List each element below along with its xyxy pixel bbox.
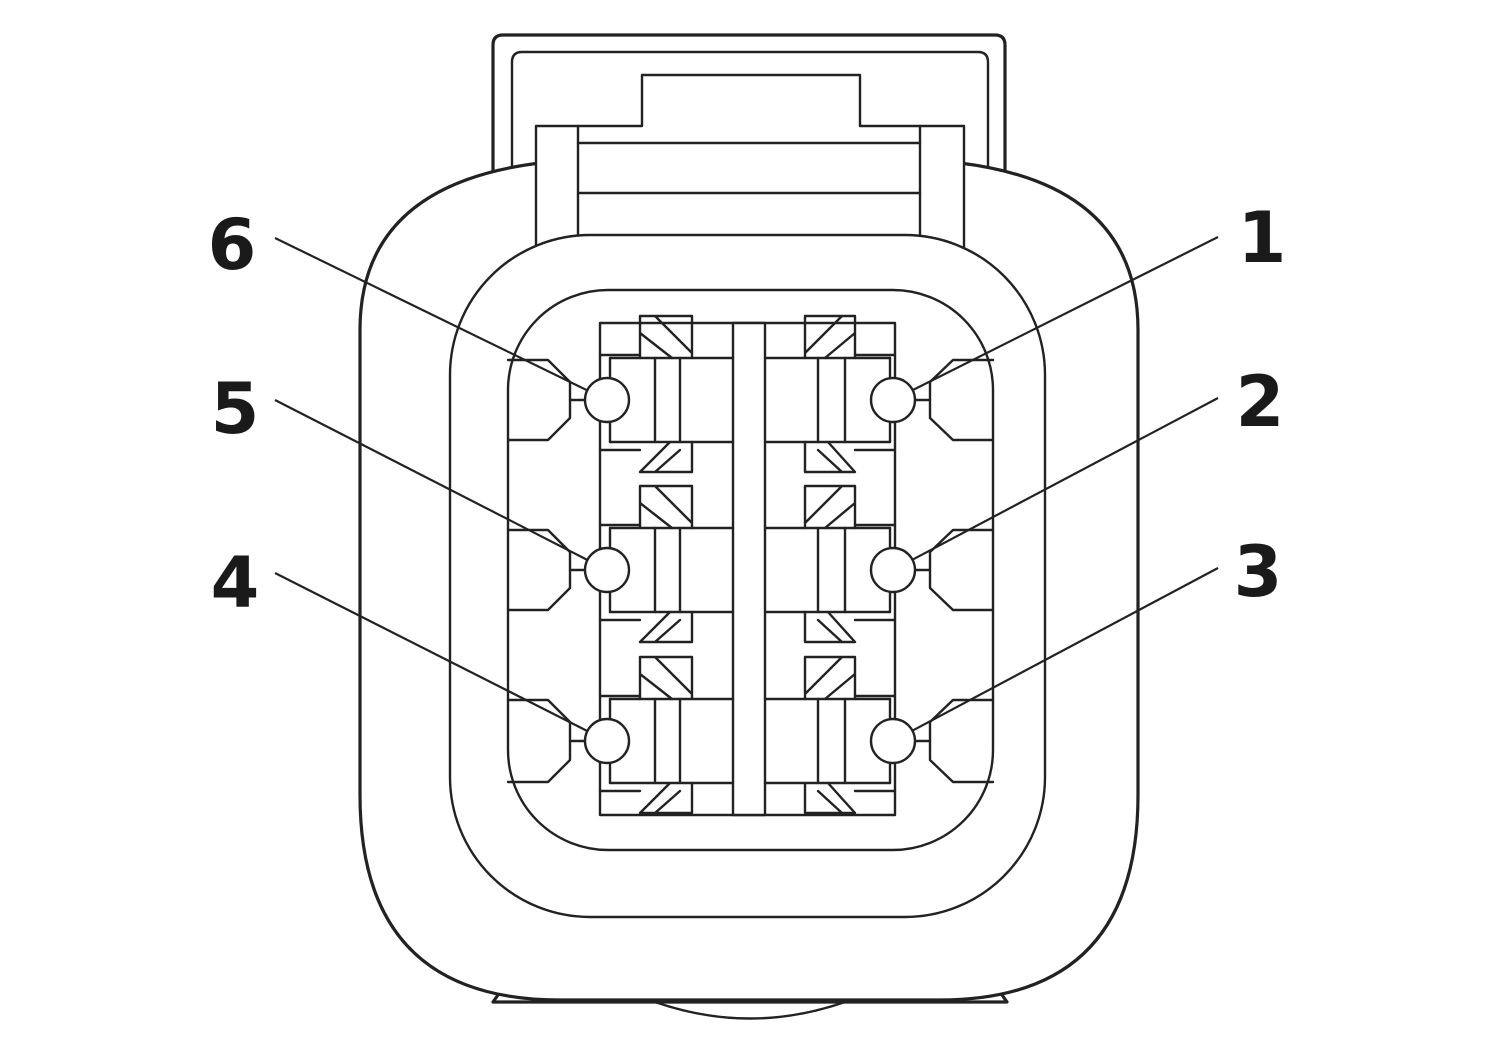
pin-2-leader-line bbox=[896, 397, 1219, 569]
pin-3-leader-line bbox=[896, 567, 1219, 740]
terminal-block bbox=[598, 321, 897, 817]
pin-1-contact bbox=[869, 376, 917, 424]
pin-3-contact bbox=[869, 717, 917, 765]
pin-6-contact bbox=[583, 376, 631, 424]
pin-4-leader-line bbox=[274, 572, 604, 740]
pin-5-label: 5 bbox=[211, 368, 260, 450]
pin-2-label: 2 bbox=[1236, 361, 1285, 443]
pin-3-label: 3 bbox=[1234, 531, 1283, 613]
pin-6-leader-line bbox=[274, 237, 604, 400]
pin-1-callout: 1 bbox=[869, 197, 1287, 424]
latch-arm bbox=[534, 73, 966, 252]
pin-4-callout: 4 bbox=[211, 542, 631, 765]
pin-callouts: 1 2 3 4 5 6 bbox=[208, 197, 1287, 765]
pin-2-contact bbox=[869, 546, 917, 594]
pin-4-contact bbox=[583, 717, 631, 765]
pin-5-callout: 5 bbox=[211, 368, 631, 594]
pin-5-contact bbox=[583, 546, 631, 594]
pin-5-leader-line bbox=[274, 399, 604, 569]
pin-1-label: 1 bbox=[1238, 197, 1287, 279]
pin-1-leader-line bbox=[896, 236, 1219, 400]
pin-6-label: 6 bbox=[208, 204, 257, 286]
pin-6-callout: 6 bbox=[208, 204, 631, 424]
pin-4-label: 4 bbox=[211, 542, 260, 624]
pin-3-callout: 3 bbox=[869, 531, 1283, 765]
pin-2-callout: 2 bbox=[869, 361, 1285, 594]
